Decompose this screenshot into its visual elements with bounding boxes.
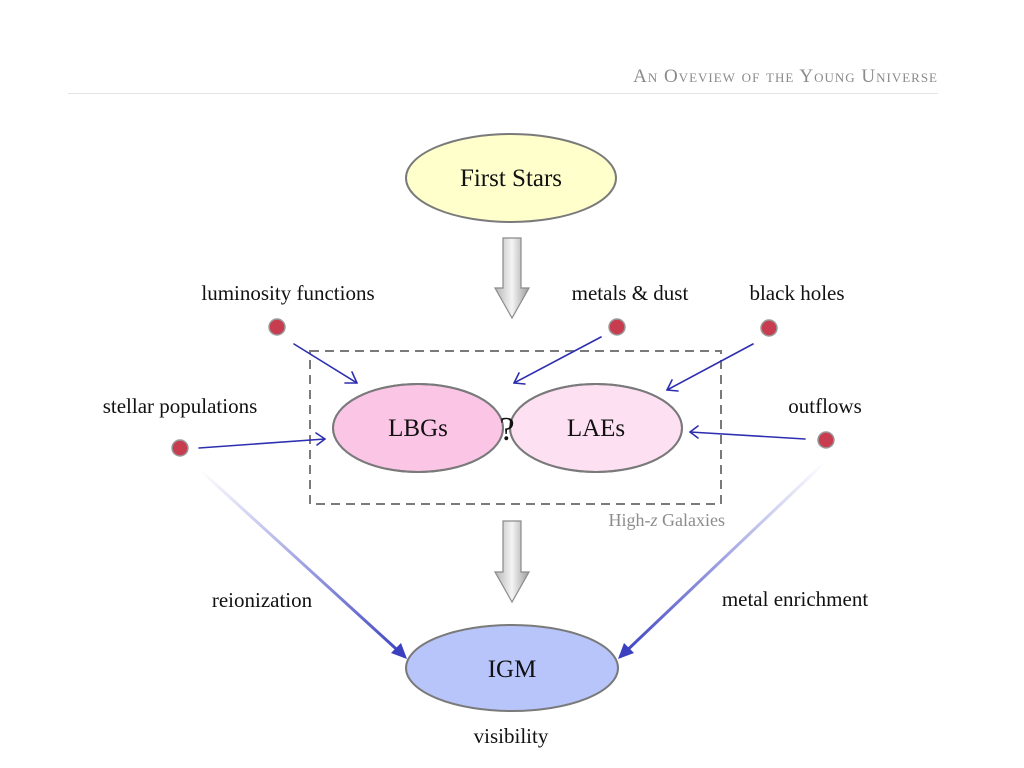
igm-label: IGM (488, 656, 537, 683)
bh-to-laes-arrowhead (666, 379, 679, 392)
sp-to-lbgs-arrowhead (315, 432, 326, 446)
laes-outline (509, 383, 683, 473)
lf-to-lbgs-arrowhead (344, 371, 358, 384)
slide-title: An Oveview of the Young Universe (633, 66, 938, 87)
outflows-label: outflows (788, 394, 862, 418)
metal-enrichment-arrowhead (618, 643, 634, 659)
title-divider (68, 93, 938, 94)
high-z-label-italic: z (650, 510, 658, 530)
black-holes-dot (760, 319, 778, 337)
flow-arrow-down-2 (493, 520, 531, 604)
black-holes-label: black holes (749, 281, 844, 305)
high-z-label-suffix: Galaxies (658, 510, 725, 530)
igm-node (405, 624, 619, 712)
metals-dust-dot (608, 318, 626, 336)
high-z-galaxies-label: High-z Galaxies (609, 510, 726, 530)
reionization-arrowhead (391, 643, 407, 659)
metals-to-overlap-arrowhead (513, 372, 526, 385)
outflows-to-laes-arrowhead (689, 425, 699, 439)
metals-to-overlap-arrow (513, 336, 602, 384)
high-z-label-prefix: High- (609, 510, 651, 530)
metals-dust-label: metals & dust (572, 281, 689, 305)
lf-to-lbgs-arrow (293, 343, 358, 384)
reionization-arrow (198, 468, 407, 659)
bh-to-laes-arrow (666, 343, 754, 391)
high-z-galaxies-box (309, 350, 722, 505)
outflows-to-laes-arrow (689, 431, 806, 440)
laes-label: LAEs (567, 415, 625, 442)
luminosity-functions-dot (268, 318, 286, 336)
metal-enrichment-label: metal enrichment (722, 587, 869, 611)
lbgs-label: LBGs (388, 415, 448, 442)
lbgs-outline (332, 383, 504, 473)
overlap-label: ? (499, 411, 514, 448)
first-stars-node (405, 133, 617, 223)
outflows-dot (817, 431, 835, 449)
luminosity-functions-label: luminosity functions (201, 281, 374, 305)
sp-to-lbgs-arrow (198, 438, 326, 449)
stellar-populations-label: stellar populations (103, 394, 258, 418)
metal-enrichment-arrow (618, 460, 827, 659)
reionization-label: reionization (212, 588, 313, 612)
flow-arrow-down-1 (493, 237, 531, 320)
first-stars-label: First Stars (460, 165, 562, 192)
visibility-label: visibility (474, 724, 549, 748)
stellar-populations-dot (171, 439, 189, 457)
